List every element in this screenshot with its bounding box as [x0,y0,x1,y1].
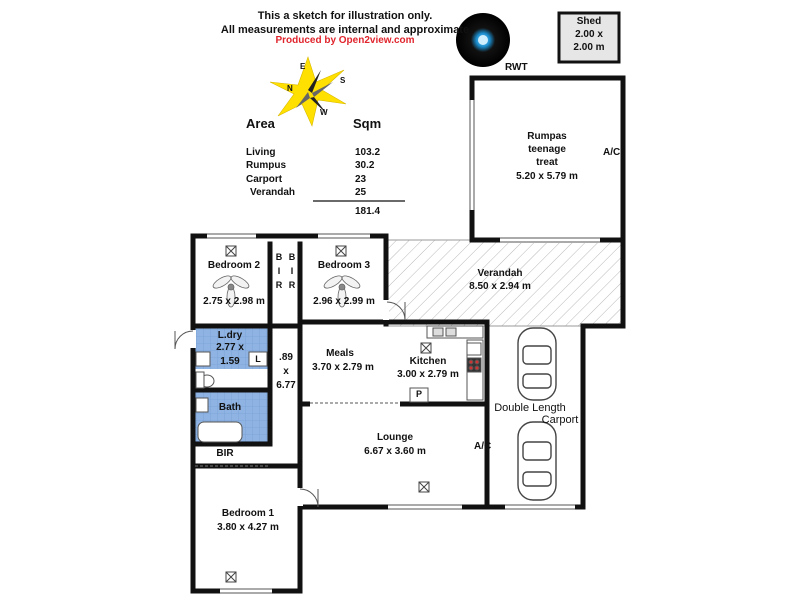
kitchen-fixtures [409,325,484,403]
car-icon [517,421,557,501]
kitchen-dims: 3.00 x 2.79 m [397,369,459,380]
area-row-value: 103.2 [355,147,381,158]
shed-box [557,11,621,64]
laundry-dims-1: 2.77 x [216,342,244,353]
area-row-value: 25 [355,187,367,198]
lounge-dims: 6.67 x 3.60 m [364,446,426,457]
pantry-label: P [415,389,422,399]
bir1-letter: I [277,266,281,276]
bedroom2-name: Bedroom 2 [207,260,261,271]
rumpus-dims: 5.20 x 5.79 m [516,171,578,182]
car-icon [517,327,557,401]
bir1-letter: R [275,280,283,290]
lounge-ac-label: A/C [474,441,492,452]
disclaimer-line-2: All measurements are internal and approx… [220,24,470,36]
verandah-dims: 8.50 x 2.94 m [469,281,531,292]
compass-needle-e [312,82,333,97]
disclaimer-line-1: This a sketch for illustration only. [257,10,433,22]
producer-credit: Produced by Open2view.com [275,35,415,46]
kitchen-name: Kitchen [409,356,447,367]
rainwater-tank-icon [456,13,510,67]
area-row-name: Rumpus [246,160,286,171]
verandah-name: Verandah [477,268,523,279]
area-row-value: 23 [355,174,367,185]
hall-dims-3: 6.77 [276,380,296,391]
rumpus-name-3: treat [536,157,558,168]
compass-label-e: E [300,62,306,71]
area-row-name: Carport [246,174,283,185]
bedroom1-name: Bedroom 1 [221,508,275,519]
lounge-name: Lounge [376,432,414,443]
openings [190,100,600,594]
carport-name-1: Double Length [494,402,566,414]
rumpus-ac-label: A/C [603,147,621,158]
bir3-name: BIR [216,448,234,459]
area-row-value: 30.2 [355,160,375,171]
area-row-name: Verandah [250,187,296,198]
shed-dims-1: 2.00 x [575,29,603,40]
bir2-letter: R [288,280,296,290]
door-swings [174,301,406,508]
ceiling-fan-icon [323,275,361,308]
laundry-sink-label: L [255,354,261,364]
detector-markers [225,245,432,583]
ceiling-fan-icon [212,275,250,308]
bir2-letter: B [288,252,296,262]
area-col-header: Area [246,116,275,131]
compass-label-n: N [287,84,293,93]
meals-dims: 3.70 x 2.79 m [312,362,374,373]
hall-dims-1: .89 [279,352,293,363]
bedroom3-name: Bedroom 3 [317,260,371,271]
compass-needle-s [310,97,327,114]
wet-area-fixtures [195,351,268,443]
hall-dims-2: x [283,366,289,377]
laundry-name: L.dry [217,330,243,341]
window-lines [207,100,600,594]
laundry-dims-2: 1.59 [220,356,240,367]
carport-name-2: Carport [541,414,579,426]
bir1-letter: B [275,252,283,262]
area-total-value: 181.4 [355,206,381,217]
verandah-hatch [385,239,624,327]
bath-name: Bath [218,402,242,413]
compass-needle-n [308,70,321,93]
area-row-name: Living [246,147,276,158]
rumpus-name-2: teenage [528,144,566,155]
compass-needle-w [296,92,310,108]
compass-sun [269,56,347,127]
meals-name: Meals [326,348,354,359]
sqm-col-header: Sqm [353,116,382,131]
rumpus-name-1: Rumpas [527,131,567,142]
compass-label-s: S [340,76,346,85]
shed-dims-2: 2.00 m [573,42,605,53]
shed-label: Shed [576,16,602,27]
bir2-letter: I [290,266,294,276]
bedroom3-dims: 2.96 x 2.99 m [313,296,375,307]
rwt-label: RWT [505,62,528,73]
compass-rose [269,56,347,127]
bedroom2-dims: 2.75 x 2.98 m [203,296,265,307]
bedroom1-dims: 3.80 x 4.27 m [217,522,279,533]
compass-label-w: W [320,108,328,117]
